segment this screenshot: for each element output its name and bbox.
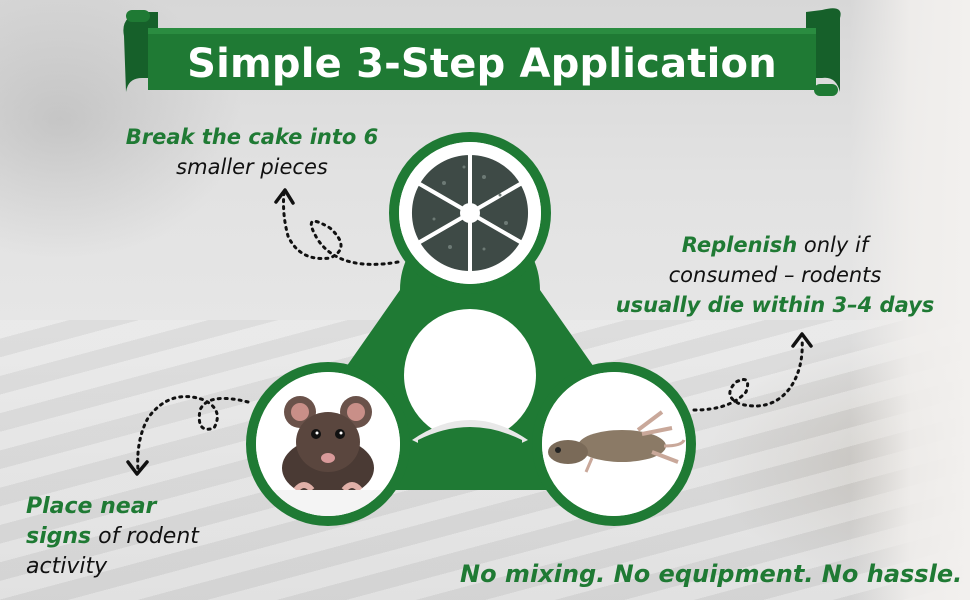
step-place-rest2: of rodent xyxy=(91,524,199,549)
step-break-rest: smaller pieces xyxy=(176,155,328,179)
bait-cake-image xyxy=(389,132,551,294)
step-replenish-line2: consumed – rodents xyxy=(668,263,882,287)
ribbon-shape xyxy=(123,8,841,96)
bait-cake-icon xyxy=(399,142,541,284)
step-place-highlight: Place near xyxy=(26,494,157,519)
rat-peeking-image xyxy=(246,362,410,526)
background-wall xyxy=(850,0,970,600)
step-replenish-line3: usually die within 3–4 days xyxy=(615,293,935,317)
step-place-highlight2: signs xyxy=(26,524,92,549)
step-replenish-text: Replenish only if consumed – rodents usu… xyxy=(598,230,952,320)
title-banner: Simple 3-Step Application xyxy=(118,8,846,98)
step-replenish-highlight: Replenish xyxy=(681,233,798,257)
step-break-highlight: Break the cake into 6 xyxy=(125,125,379,149)
dead-rodent-icon xyxy=(542,372,686,516)
dead-rodent-image xyxy=(532,362,696,526)
step-place-rest3: activity xyxy=(26,554,108,579)
step-place-text: Place near signs of rodent activity xyxy=(26,492,266,582)
rat-icon xyxy=(256,372,400,516)
page-title: Simple 3-Step Application xyxy=(187,41,777,87)
step-break-text: Break the cake into 6 smaller pieces xyxy=(116,122,388,182)
footer-tagline: No mixing. No equipment. No hassle. xyxy=(460,560,963,588)
step-replenish-rest: only if xyxy=(797,233,869,257)
